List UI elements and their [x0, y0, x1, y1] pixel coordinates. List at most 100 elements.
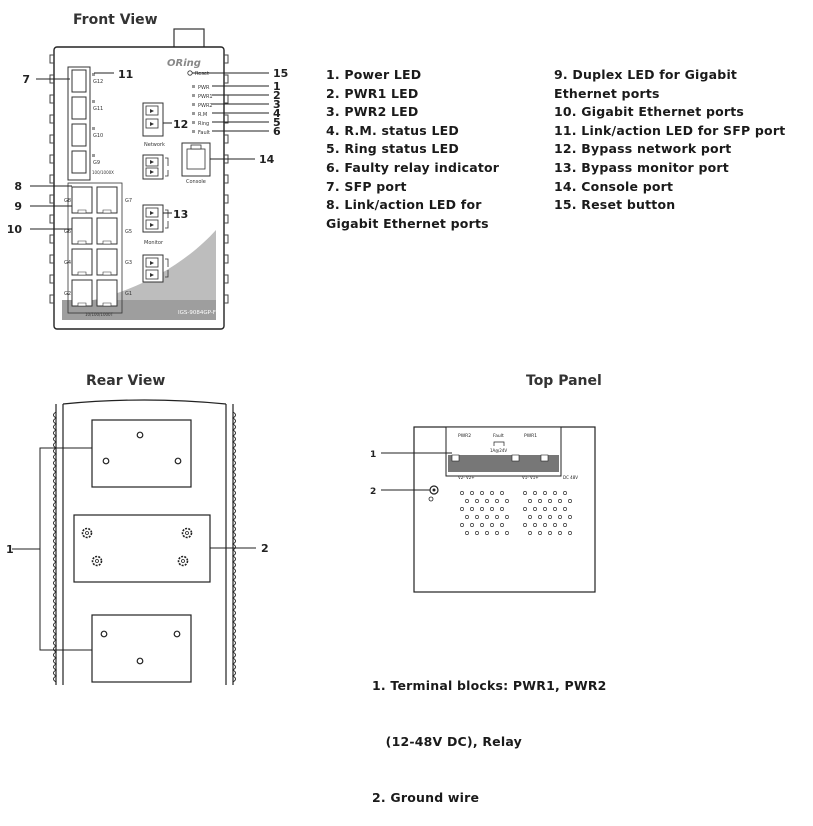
sfp-label: G10 [93, 133, 103, 139]
sfp-port[interactable] [71, 150, 87, 174]
legend-item: 1. Power LED [326, 67, 422, 82]
vent-hole [523, 491, 527, 495]
vent-hole [538, 531, 542, 535]
ground-icon [428, 496, 434, 502]
vent-hole [538, 515, 542, 519]
voltage-left: V2- V2+ [458, 475, 475, 480]
vent-hole [533, 507, 537, 511]
rj45-port[interactable] [71, 186, 93, 214]
front-legend-right: 9. Duplex LED for Gigabit Ethernet ports… [554, 66, 785, 215]
rj45-port[interactable] [96, 186, 118, 214]
screw-icon [136, 657, 144, 665]
callout-10: 10 [7, 223, 23, 236]
sfp-port[interactable] [71, 96, 87, 120]
rj45-label: G6 [64, 229, 71, 235]
rj45-port[interactable] [71, 217, 93, 245]
sfp-led [92, 127, 95, 130]
vent-hole [568, 531, 572, 535]
vent-hole [533, 523, 537, 527]
led-label: Ring [198, 121, 209, 127]
rear-screws [100, 431, 182, 665]
led-indicator [192, 130, 195, 133]
bypass-network-port: Network [142, 102, 169, 180]
sfp-led [92, 100, 95, 103]
arrow-icon [150, 109, 154, 126]
din-rail-clip [173, 28, 205, 50]
front-callout-lines [30, 72, 269, 230]
led-label: Fault [198, 130, 210, 136]
vent-hole [495, 515, 499, 519]
vent-hole [470, 523, 474, 527]
vent-hole [553, 523, 557, 527]
vent-hole [523, 523, 527, 527]
sfp-port[interactable] [71, 69, 87, 93]
console-latch [190, 144, 202, 150]
vent-hole [528, 531, 532, 535]
rj45-port[interactable] [71, 279, 93, 307]
rear-top-edge [62, 399, 227, 405]
vent-hole [470, 491, 474, 495]
vent-hole [505, 499, 509, 503]
rj45-port[interactable] [96, 248, 118, 276]
vent-hole [568, 499, 572, 503]
left-serration [53, 411, 57, 683]
console-jack [186, 148, 206, 170]
vent-hole [480, 523, 484, 527]
rj45-speed: 10/100/1000T [85, 312, 114, 317]
vent-hole [563, 507, 567, 511]
vent-hole [505, 531, 509, 535]
vent-hole [528, 499, 532, 503]
reset-button[interactable] [187, 70, 193, 76]
vent-hole [475, 531, 479, 535]
front-view-title: Front View [73, 12, 158, 28]
vent-hole [553, 491, 557, 495]
legend-item: 10. Gigabit Ethernet ports [554, 104, 745, 120]
vent-hole [538, 499, 542, 503]
screw-icon [102, 457, 110, 465]
legend-item: 7. SFP port [326, 178, 407, 194]
top-callout-lines [381, 452, 452, 491]
led-indicator [192, 94, 195, 97]
rj45-label: G5 [125, 229, 132, 235]
vent-hole [563, 523, 567, 527]
led-group: PWR PWR1 PWR2 R.M Ring Fault [192, 85, 213, 136]
top-panel-title: Top Panel [526, 373, 602, 389]
sfp-port[interactable] [71, 123, 87, 147]
vent-hole [523, 507, 527, 511]
legend-item: 6. Faulty relay indicator [326, 159, 500, 175]
vent-hole [568, 515, 572, 519]
arrow-icon [150, 211, 154, 227]
rj45-latches [77, 209, 112, 307]
rear-callout-lines [12, 447, 256, 651]
screw-icon [174, 457, 182, 465]
callout-8: 8 [14, 180, 22, 193]
vent-hole [490, 507, 494, 511]
din-rail-plate-bottom [91, 614, 192, 683]
vent-hole [548, 499, 552, 503]
vent-hole [465, 499, 469, 503]
front-swoosh [62, 230, 216, 318]
sfp-label: G9 [93, 160, 100, 166]
vent-hole [528, 515, 532, 519]
vent-hole [558, 515, 562, 519]
vent-hole [533, 491, 537, 495]
rj45-port[interactable] [96, 279, 118, 307]
vent-hole [505, 515, 509, 519]
rear-callout-2: 2 [261, 542, 269, 555]
vent-hole [460, 523, 464, 527]
bracket-icon [165, 258, 169, 278]
led-indicator [192, 121, 195, 124]
rear-view-title: Rear View [86, 373, 166, 389]
vent-hole [543, 523, 547, 527]
bracket-icon [165, 157, 169, 177]
rj45-port[interactable] [71, 248, 93, 276]
rj45-block [67, 182, 123, 314]
console-label: Console [186, 179, 206, 185]
vent-hole [500, 523, 504, 527]
rj45-label: G4 [64, 260, 71, 266]
legend-item: 15. Reset button [554, 197, 676, 213]
sfp-label: G11 [93, 106, 103, 112]
rj45-port[interactable] [96, 217, 118, 245]
legend-item: (12-48V DC), Relay [372, 733, 522, 749]
sfp-label: G12 [93, 79, 103, 85]
